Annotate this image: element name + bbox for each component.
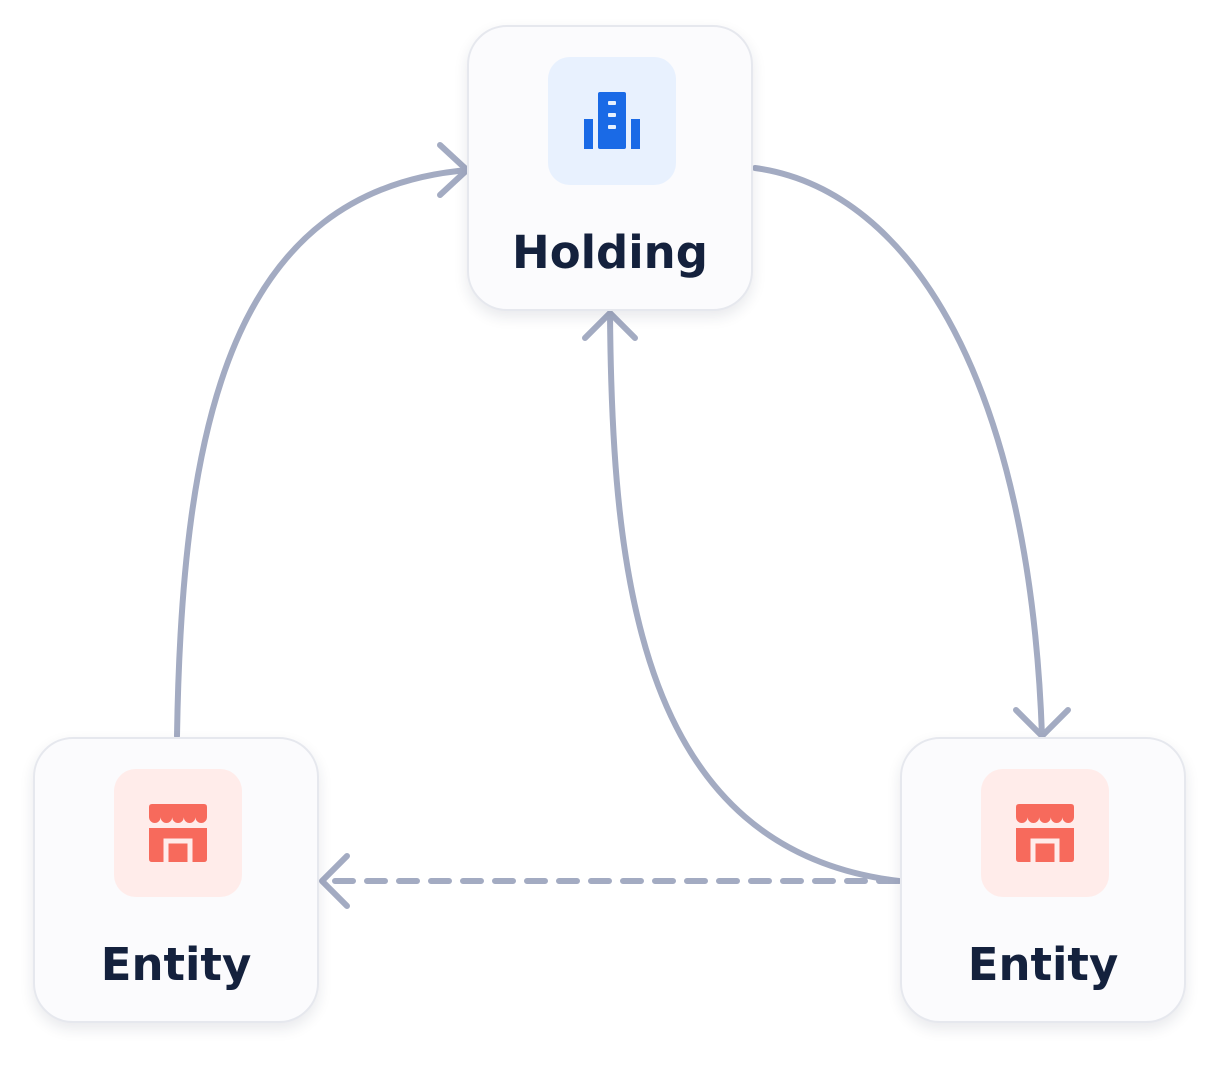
entity-left-icon-tile [114,769,242,897]
holding-label: Holding [512,226,708,279]
entity-right-node[interactable]: Entity [900,737,1186,1023]
edge-entity-left-to-holding [174,167,471,739]
building-icon [584,92,640,149]
entity-right-label: Entity [967,938,1119,991]
entity-right-icon-tile [981,769,1109,897]
edge-holding-to-entity-right [752,165,1045,739]
storefront-icon [149,804,207,862]
entity-left-node[interactable]: Entity [33,737,319,1023]
holding-node[interactable]: Holding [467,25,753,311]
arrowhead-holding-bottom [582,310,638,341]
arrowhead-entity-right [1013,707,1071,739]
holding-icon-tile [548,57,676,185]
arrowhead-entity-left [319,853,350,909]
entity-left-label: Entity [100,938,252,991]
storefront-icon [1016,804,1074,862]
edge-entity-right-to-holding [607,310,902,884]
